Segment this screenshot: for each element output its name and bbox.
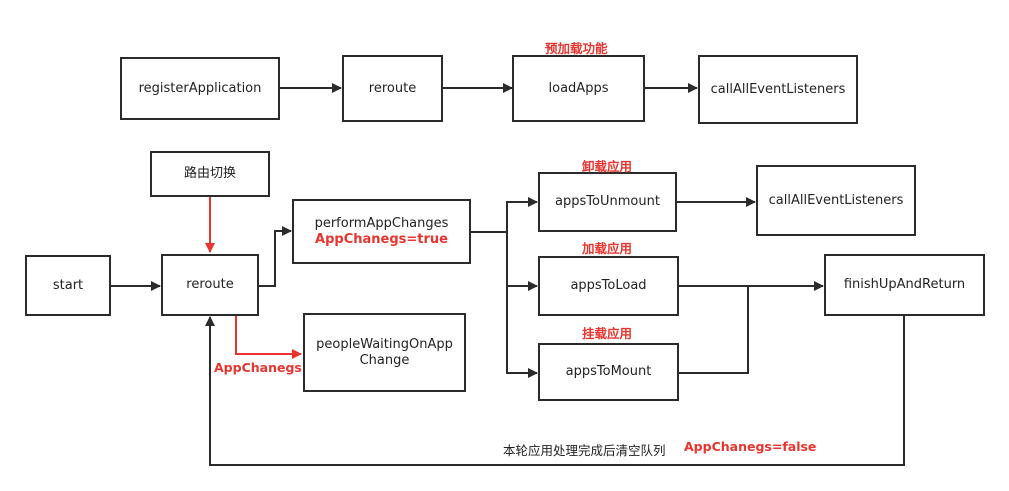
node-load-apps: loadApps	[512, 55, 645, 122]
edge-mount-to-finish	[679, 286, 749, 374]
label-appchanges-true: AppChanegs=true	[315, 231, 448, 247]
edge-perform-to-unmount	[506, 197, 538, 232]
node-call-listeners-top: callAllEventListeners	[698, 55, 858, 124]
node-start: start	[25, 255, 111, 316]
label-clear-queue: 本轮应用处理完成后清空队列	[503, 443, 666, 458]
node-apps-to-load: appsToLoad	[538, 256, 679, 316]
label-appchanges-false: AppChanegs=false	[684, 439, 817, 454]
node-reroute: reroute	[161, 254, 259, 316]
node-finish-up-and-return: finishUpAndReturn	[824, 254, 985, 316]
node-reroute-top: reroute	[342, 55, 443, 122]
edge-perform-to-mount	[506, 286, 538, 378]
node-apps-to-unmount: appsToUnmount	[538, 172, 677, 232]
node-people-waiting: peopleWaitingOnApp Change	[303, 313, 466, 392]
label-appchanges: AppChanegs	[214, 360, 302, 375]
label-preload: 预加载功能	[545, 41, 608, 56]
node-route-change: 路由切换	[150, 151, 270, 197]
label-unmount-apps: 卸载应用	[582, 159, 633, 174]
edge-reroute-to-waiting	[235, 316, 302, 359]
edge-finish-loop-back	[205, 316, 905, 466]
node-perform-app-changes: performAppChanges AppChanegs=true	[292, 199, 471, 264]
label-mount-apps: 挂载应用	[582, 326, 633, 341]
edge-perform-to-load	[506, 232, 538, 291]
node-register-application: registerApplication	[120, 57, 280, 120]
edge-reroute-to-perform	[259, 226, 292, 287]
node-call-listeners-bottom: callAllEventListeners	[756, 165, 916, 236]
node-apps-to-mount: appsToMount	[538, 343, 679, 401]
label-load-apps: 加载应用	[582, 241, 633, 256]
